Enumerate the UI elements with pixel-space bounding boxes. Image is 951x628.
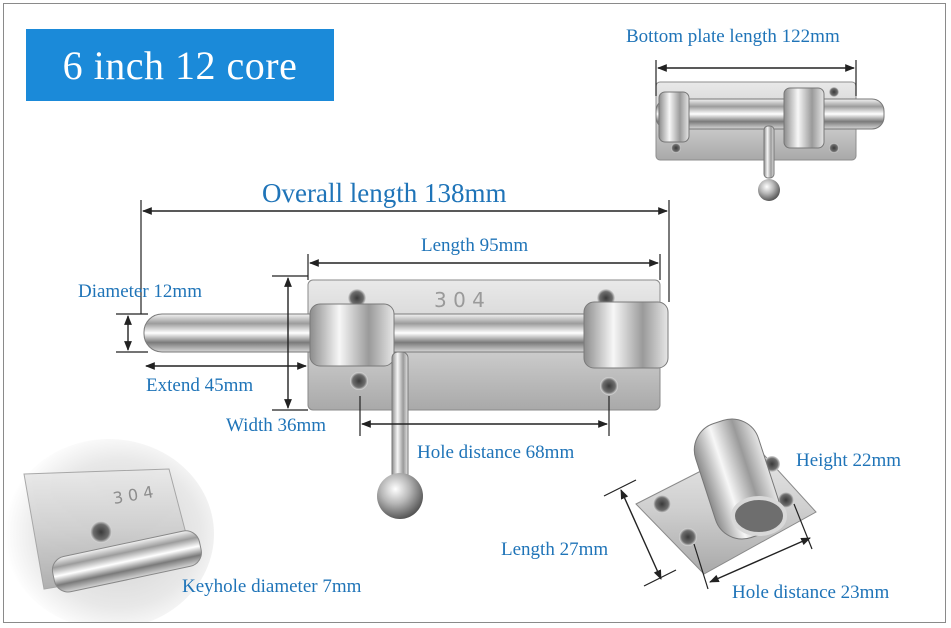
hole-distance-dimension: [359, 396, 610, 436]
bottom-plate-dimension: [655, 60, 857, 96]
keyhole-diameter-label: Keyhole diameter 7mm: [182, 576, 362, 597]
width-label: Width 36mm: [226, 415, 327, 436]
keeper-detail-photo: [635, 418, 817, 575]
small-latch-photo: [655, 81, 885, 201]
diameter-dimension: [116, 313, 148, 353]
height-label: Height 22mm: [796, 450, 902, 471]
keeper-dimensions: [603, 479, 813, 590]
bottom-plate-length-label: Bottom plate length 122mm: [626, 26, 840, 47]
length-label: Length 95mm: [421, 235, 529, 256]
hole-distance-small-label: Hole distance 23mm: [732, 582, 890, 603]
length-small-label: Length 27mm: [501, 539, 609, 560]
keyhole-detail-photo: 3 0 4: [4, 439, 214, 622]
size-banner: 6 inch 12 core: [26, 29, 334, 101]
latch-illustration: 3 0 4: [4, 60, 885, 622]
overall-length-dimension: [140, 200, 670, 314]
product-image-frame: 6 inch 12 core: [3, 3, 946, 623]
width-dimension: [272, 275, 308, 411]
stamp-304: 3 0 4: [434, 288, 485, 312]
main-latch-photo: 3 0 4: [143, 279, 669, 519]
hole-distance-main-label: Hole distance 68mm: [417, 442, 575, 463]
overall-length-label: Overall length 138mm: [262, 178, 507, 208]
length-dimension: [307, 254, 661, 280]
extend-label: Extend 45mm: [146, 375, 254, 396]
banner-title: 6 inch 12 core: [62, 42, 298, 88]
diameter-label: Diameter 12mm: [78, 281, 202, 302]
